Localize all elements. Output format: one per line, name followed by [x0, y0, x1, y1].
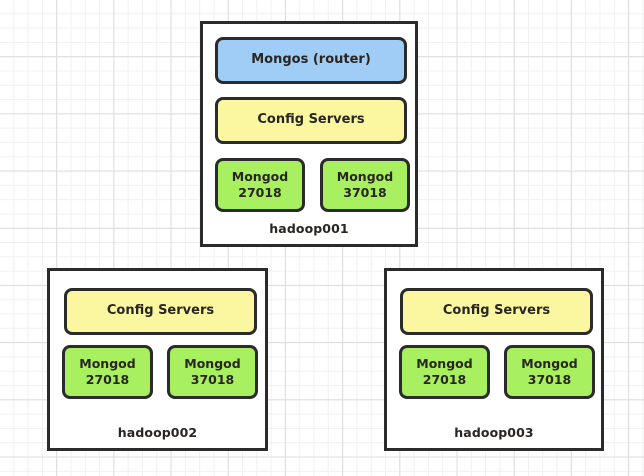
service-label-port: 27018 — [238, 185, 282, 200]
service-label-port: 37018 — [343, 185, 387, 200]
service-box-config-servers[interactable]: Config Servers — [215, 97, 407, 144]
service-box-mongod-37018[interactable]: Mongod 37018 — [504, 345, 595, 399]
service-label-port: 37018 — [190, 372, 235, 387]
host-container-hadoop001: Mongos (router) Config Servers Mongod 27… — [200, 21, 418, 247]
host-label-hadoop001: hadoop001 — [269, 221, 349, 236]
service-label-primary: Mongod — [336, 169, 394, 185]
service-label-primary: Mongod — [416, 356, 473, 372]
host-container-hadoop003: Config Servers Mongod 27018 Mongod 37018… — [384, 268, 604, 451]
service-box-config-servers[interactable]: Config Servers — [64, 288, 257, 335]
service-label-port: 27018 — [422, 372, 467, 387]
service-label-port: 37018 — [527, 372, 572, 387]
service-label-primary: Config Servers — [257, 112, 365, 128]
service-label-primary: Mongod — [184, 356, 241, 372]
service-label-primary: Mongod — [521, 356, 578, 372]
service-box-mongod-27018[interactable]: Mongod 27018 — [215, 158, 305, 212]
host-container-hadoop002: Config Servers Mongod 27018 Mongod 37018… — [47, 268, 268, 451]
service-label-primary: Mongod — [79, 356, 136, 372]
service-label-primary: Config Servers — [442, 303, 551, 319]
service-box-mongod-27018[interactable]: Mongod 27018 — [62, 345, 153, 399]
service-label-primary: Config Servers — [106, 303, 215, 319]
service-box-mongod-37018[interactable]: Mongod 37018 — [167, 345, 258, 399]
service-box-mongod-37018[interactable]: Mongod 37018 — [320, 158, 410, 212]
host-label-hadoop003: hadoop003 — [454, 425, 534, 440]
service-box-mongod-27018[interactable]: Mongod 27018 — [399, 345, 490, 399]
service-box-mongos-router[interactable]: Mongos (router) — [215, 37, 407, 84]
service-box-config-servers[interactable]: Config Servers — [400, 288, 593, 335]
host-label-hadoop002: hadoop002 — [117, 425, 198, 440]
service-label-primary: Mongod — [231, 169, 289, 185]
service-label-primary: Mongos (router) — [251, 52, 371, 68]
service-label-port: 27018 — [85, 372, 130, 387]
